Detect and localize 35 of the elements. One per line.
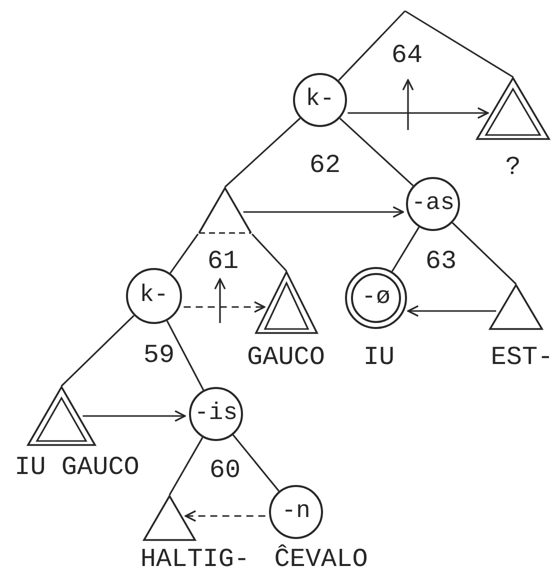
triangle-node [476, 77, 550, 140]
movement-arrow [184, 301, 266, 313]
triangle-node [489, 284, 543, 330]
circle-node [269, 485, 323, 539]
triangle-node [255, 271, 318, 334]
tree-branch [404, 10, 514, 78]
morpheme-label: -is [194, 402, 238, 426]
movement-arrow [184, 510, 266, 522]
circle-node [293, 73, 347, 127]
movement-arrow [348, 107, 489, 119]
tree-branch [60, 314, 134, 387]
triangle-node [143, 495, 196, 541]
triangle-node [27, 386, 96, 446]
triangle-node [198, 187, 252, 234]
tree-branch [170, 234, 199, 274]
circle-node [406, 177, 460, 231]
tree-branch [251, 233, 288, 272]
movement-arrow [407, 305, 496, 317]
morpheme-label: -as [411, 192, 455, 216]
circle-node [189, 387, 243, 441]
tree-branch [339, 118, 414, 186]
morpheme-label: k- [140, 284, 168, 308]
morpheme-label: -ø [362, 286, 390, 310]
morpheme-label: -n [282, 500, 310, 524]
movement-arrow [243, 206, 404, 218]
tree-branch [224, 118, 301, 188]
morpheme-label: k- [306, 88, 334, 112]
tree-branch [452, 222, 517, 285]
movement-arrow [82, 410, 186, 422]
tree-branch [391, 226, 420, 272]
tree-branch [166, 320, 204, 390]
tree-branch [232, 434, 280, 492]
circle-node [126, 268, 182, 324]
tree-branch [338, 10, 406, 82]
tree-branch [168, 437, 204, 496]
